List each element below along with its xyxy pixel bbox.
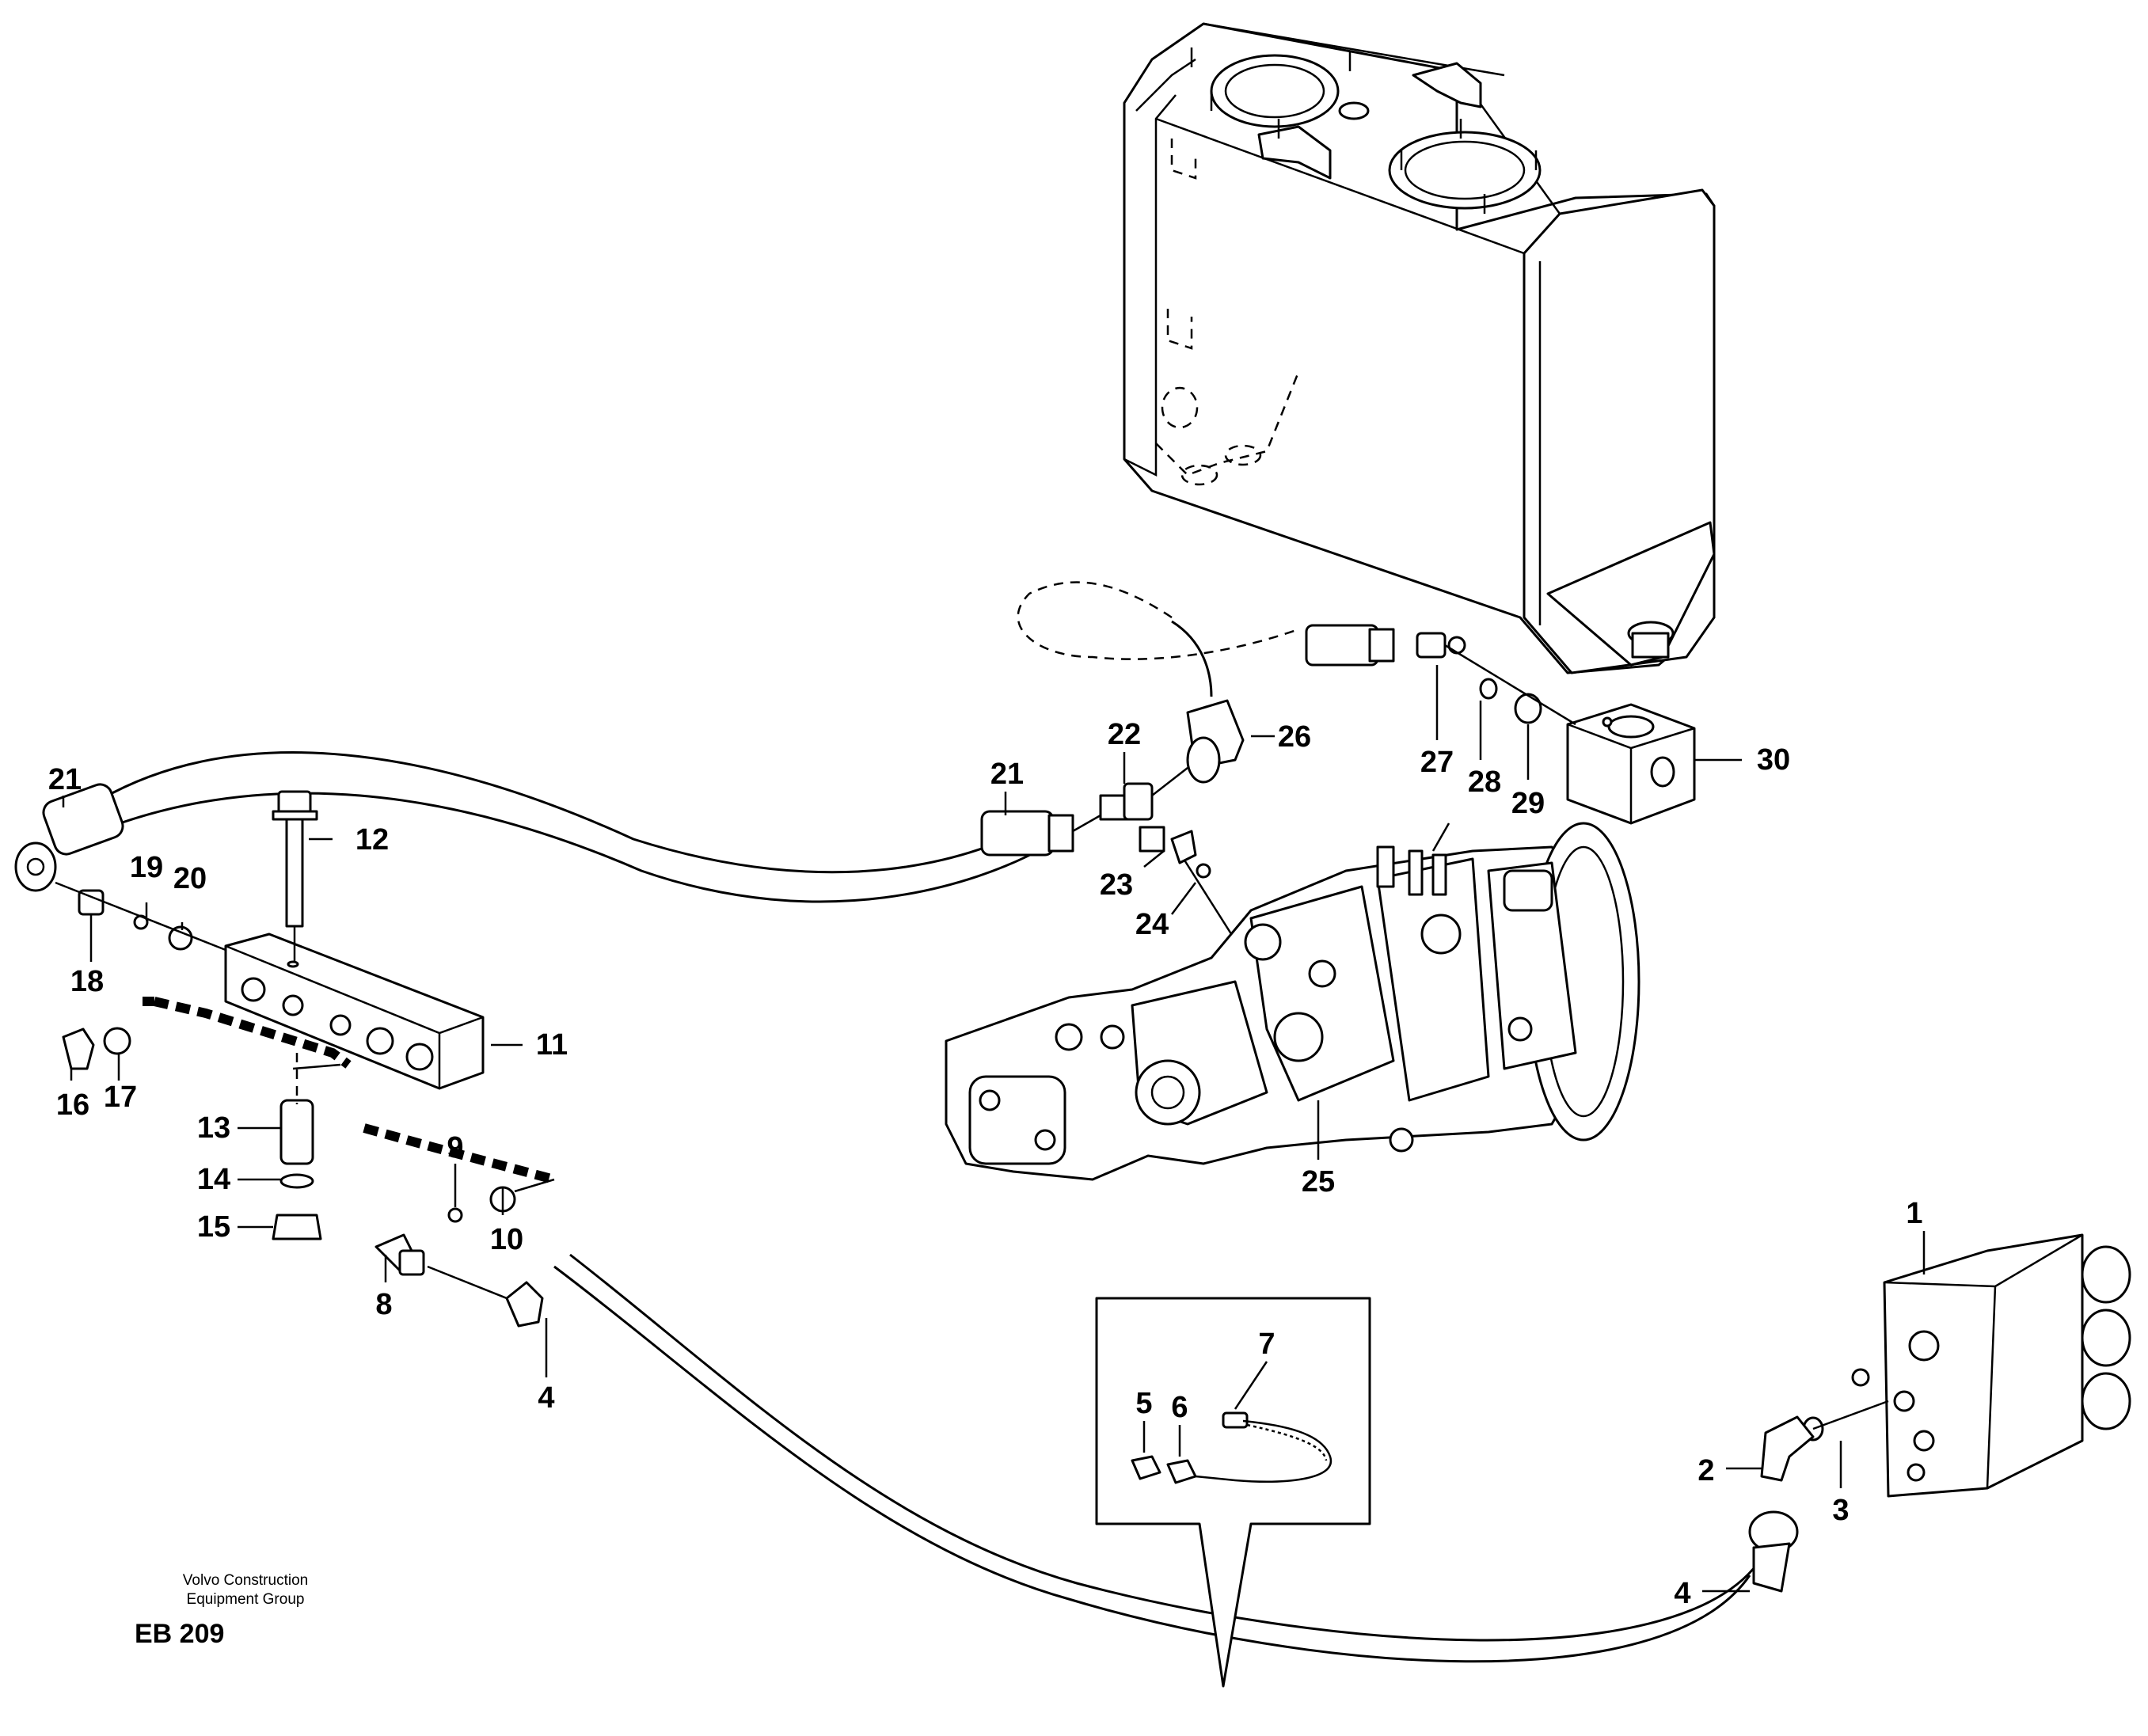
company-credit: Volvo Construction Equipment Group (103, 1571, 388, 1609)
callout-27: 27 (1420, 746, 1454, 779)
block-30 (1566, 703, 1696, 825)
callout-4-right: 4 (1674, 1577, 1690, 1610)
callout-7: 7 (1258, 1328, 1275, 1361)
manifold-11 (14, 783, 556, 1328)
callout-21-left: 21 (48, 763, 82, 796)
company-line-2: Equipment Group (186, 1591, 305, 1608)
callout-20: 20 (173, 862, 207, 895)
hydraulic-tank (1123, 22, 1716, 674)
callout-3: 3 (1832, 1494, 1849, 1527)
callout-9: 9 (447, 1131, 463, 1164)
callout-22: 22 (1108, 718, 1141, 751)
callout-24: 24 (1135, 908, 1169, 941)
callout-2: 2 (1697, 1454, 1714, 1487)
callout-30: 30 (1757, 743, 1790, 777)
callout-23: 23 (1100, 868, 1133, 902)
callout-26: 26 (1278, 720, 1311, 754)
callout-15: 15 (197, 1210, 230, 1244)
figure-code: EB 209 (135, 1619, 225, 1649)
hydraulic-hoses (78, 581, 1759, 1663)
fittings-27-29 (1305, 624, 1576, 726)
callout-8: 8 (375, 1288, 392, 1321)
callout-29: 29 (1511, 787, 1545, 820)
pump-assembly-25 (945, 822, 1640, 1181)
callout-5: 5 (1135, 1387, 1152, 1420)
callout-11: 11 (536, 1028, 568, 1062)
callout-17: 17 (104, 1081, 137, 1114)
company-line-1: Volvo Construction (182, 1572, 309, 1589)
callout-19: 19 (130, 851, 163, 884)
leader-lines (62, 665, 1926, 1593)
callout-28: 28 (1468, 765, 1501, 799)
callout-14: 14 (197, 1163, 230, 1196)
callout-1: 1 (1906, 1197, 1922, 1230)
callout-10: 10 (490, 1223, 523, 1256)
control-valve-1 (1748, 1233, 2131, 1593)
callout-25: 25 (1302, 1165, 1335, 1198)
callout-6: 6 (1171, 1391, 1188, 1424)
callout-16: 16 (56, 1088, 89, 1122)
callout-4-left: 4 (538, 1381, 554, 1415)
callout-21-right: 21 (990, 758, 1024, 791)
callout-12: 12 (355, 823, 389, 857)
detail-box (1095, 1297, 1371, 1688)
callout-numbers: 1 2 3 4 4 5 6 7 8 9 10 11 12 13 14 15 16… (48, 718, 1923, 1610)
fittings-21-26 (980, 699, 1245, 879)
callout-18: 18 (70, 965, 104, 998)
callout-13: 13 (197, 1111, 230, 1145)
